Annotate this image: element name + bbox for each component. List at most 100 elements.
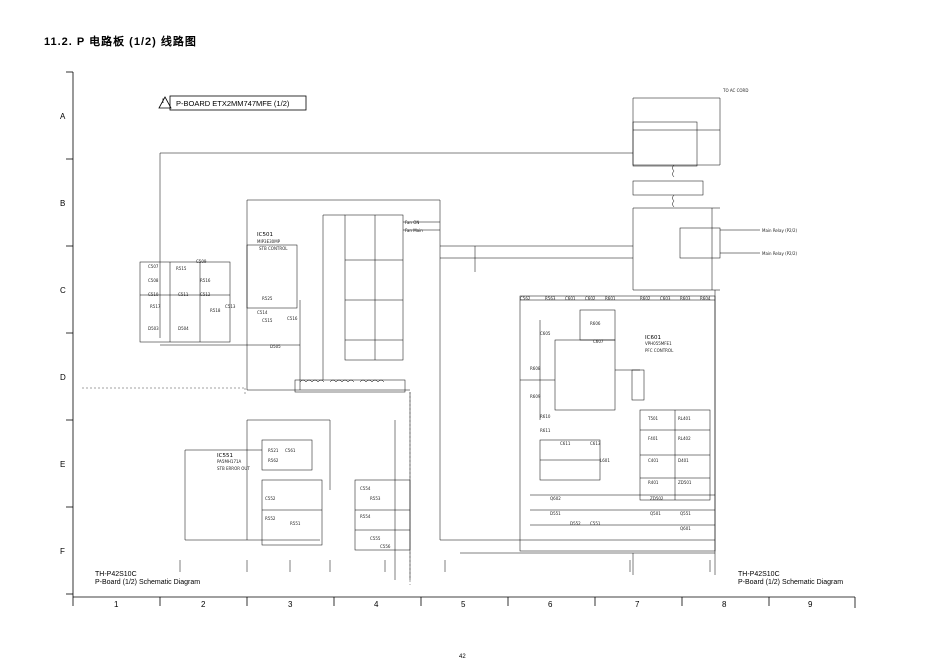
component-ref-c554: C554 — [360, 486, 371, 491]
component-ref-c607: C607 — [593, 339, 604, 344]
fan-main-label: Fan Main — [405, 228, 423, 233]
component-ref-c555: C555 — [370, 536, 381, 541]
column-label-9: 9 — [808, 600, 813, 609]
component-ref-c401: C401 — [648, 458, 659, 463]
ic501-ref: IC501 — [257, 232, 273, 238]
ic501-function: STB CONTROL — [259, 246, 288, 251]
column-label-3: 3 — [288, 600, 293, 609]
component-ref-rl401: RL401 — [678, 416, 691, 421]
component-ref-l601: L601 — [600, 458, 610, 463]
ic601-function: PFC CONTROL — [645, 348, 674, 353]
component-ref-q602: Q602 — [550, 496, 561, 501]
component-ref-q551: Q551 — [680, 511, 691, 516]
component-ref-d505: D505 — [270, 344, 281, 349]
diagram-caption-left: P-Board (1/2) Schematic Diagram — [95, 579, 201, 586]
component-ref-r608: R608 — [530, 366, 541, 371]
component-ref-c611: C611 — [560, 441, 571, 446]
model-caption-left: TH-P42S10C P-Board (1/2) Schematic Diagr… — [95, 571, 200, 587]
ic601-part: VPH055MFE1 — [645, 341, 672, 346]
column-label-6: 6 — [548, 600, 553, 609]
component-ref-c552: C552 — [265, 496, 276, 501]
component-ref-zd502: ZD502 — [650, 496, 664, 501]
component-ref-r515: R515 — [176, 266, 187, 271]
row-label-f: F — [60, 547, 65, 556]
warning-icon: ! — [162, 99, 164, 105]
component-ref-c514: C514 — [257, 310, 268, 315]
component-ref-c601: C601 — [565, 296, 576, 301]
component-ref-c561: C561 — [285, 448, 296, 453]
component-ref-d503: D503 — [148, 326, 159, 331]
component-ref-r602: R602 — [640, 296, 651, 301]
component-ref-c603: C603 — [660, 296, 671, 301]
component-ref-c507: C507 — [148, 264, 159, 269]
component-ref-r563: R563 — [545, 296, 556, 301]
ic551-function: STB ERROR OUT — [217, 466, 250, 471]
component-ref-r517: R517 — [150, 304, 161, 309]
component-ref-q601: Q601 — [680, 526, 691, 531]
component-ref-d504: D504 — [178, 326, 189, 331]
component-ref-r525: R525 — [262, 296, 273, 301]
row-label-e: E — [60, 460, 66, 469]
column-label-2: 2 — [201, 600, 206, 609]
component-ref-r609: R609 — [530, 394, 541, 399]
component-ref-r554: R554 — [360, 514, 371, 519]
component-ref-d401: D401 — [678, 458, 689, 463]
component-ref-c513: C513 — [225, 304, 236, 309]
ic501-part: MIP3E30MP — [257, 239, 281, 244]
component-ref-c556: C556 — [380, 544, 391, 549]
main-relay-label-2: Main Relay (P2/2) — [762, 251, 797, 256]
component-ref-rl402: RL402 — [678, 436, 691, 441]
component-ref-r606: R606 — [590, 321, 601, 326]
component-ref-c515: C515 — [262, 318, 273, 323]
page-number: 42 — [459, 654, 466, 660]
column-label-1: 1 — [114, 600, 119, 609]
model-name-left: TH-P42S10C — [95, 571, 137, 578]
component-ref-zd501: ZD501 — [678, 480, 692, 485]
component-ref-c613: C613 — [590, 441, 601, 446]
component-ref-r551: R551 — [290, 521, 301, 526]
component-ref-r552: R552 — [265, 516, 276, 521]
diagram-caption-right: P-Board (1/2) Schematic Diagram — [738, 579, 844, 586]
model-caption-right: TH-P42S10C P-Board (1/2) Schematic Diagr… — [738, 571, 843, 587]
column-label-4: 4 — [374, 600, 379, 609]
ic601-ref: IC601 — [645, 335, 661, 341]
component-ref-q501: Q501 — [650, 511, 661, 516]
row-label-b: B — [60, 199, 66, 208]
component-ref-r516: R516 — [200, 278, 211, 283]
component-ref-r610: R610 — [540, 414, 551, 419]
column-label-5: 5 — [461, 600, 466, 609]
component-ref-r603: R603 — [680, 296, 691, 301]
component-ref-d552: D552 — [570, 521, 581, 526]
component-ref-c562: C562 — [520, 296, 531, 301]
component-ref-c509: C509 — [196, 259, 207, 264]
component-ref-c605: C605 — [540, 331, 551, 336]
board-title: P-BOARD ETX2MM747MFE (1/2) — [176, 99, 290, 108]
component-ref-d551: D551 — [550, 511, 561, 516]
model-name-right: TH-P42S10C — [738, 571, 780, 578]
component-ref-r601: R601 — [605, 296, 616, 301]
fan-on-label: Fan ON — [405, 220, 419, 225]
component-ref-r401: R401 — [648, 480, 659, 485]
column-label-7: 7 — [635, 600, 640, 609]
row-label-d: D — [60, 373, 66, 382]
component-ref-r611: R611 — [540, 428, 551, 433]
component-ref-c602: C602 — [585, 296, 596, 301]
component-ref-t501: T501 — [647, 416, 659, 421]
component-ref-c512: C512 — [200, 292, 211, 297]
component-ref-r553: R553 — [370, 496, 381, 501]
component-ref-c510: C510 — [148, 292, 159, 297]
row-label-a: A — [60, 112, 66, 121]
component-ref-r562: R562 — [268, 458, 279, 463]
component-ref-c551: C551 — [590, 521, 601, 526]
ic551-part: PA5MH171A — [217, 459, 242, 464]
component-ref-f401: F401 — [648, 436, 658, 441]
component-ref-r521: R521 — [268, 448, 279, 453]
component-ref-c516: C516 — [287, 316, 298, 321]
component-ref-c508: C508 — [148, 278, 159, 283]
ac-cord-label: TO AC CORD — [722, 88, 748, 93]
component-ref-c511: C511 — [178, 292, 189, 297]
ic551-ref: IC551 — [217, 453, 233, 459]
page-heading: 11.2. P 电路板 (1/2) 线路图 — [44, 36, 197, 48]
